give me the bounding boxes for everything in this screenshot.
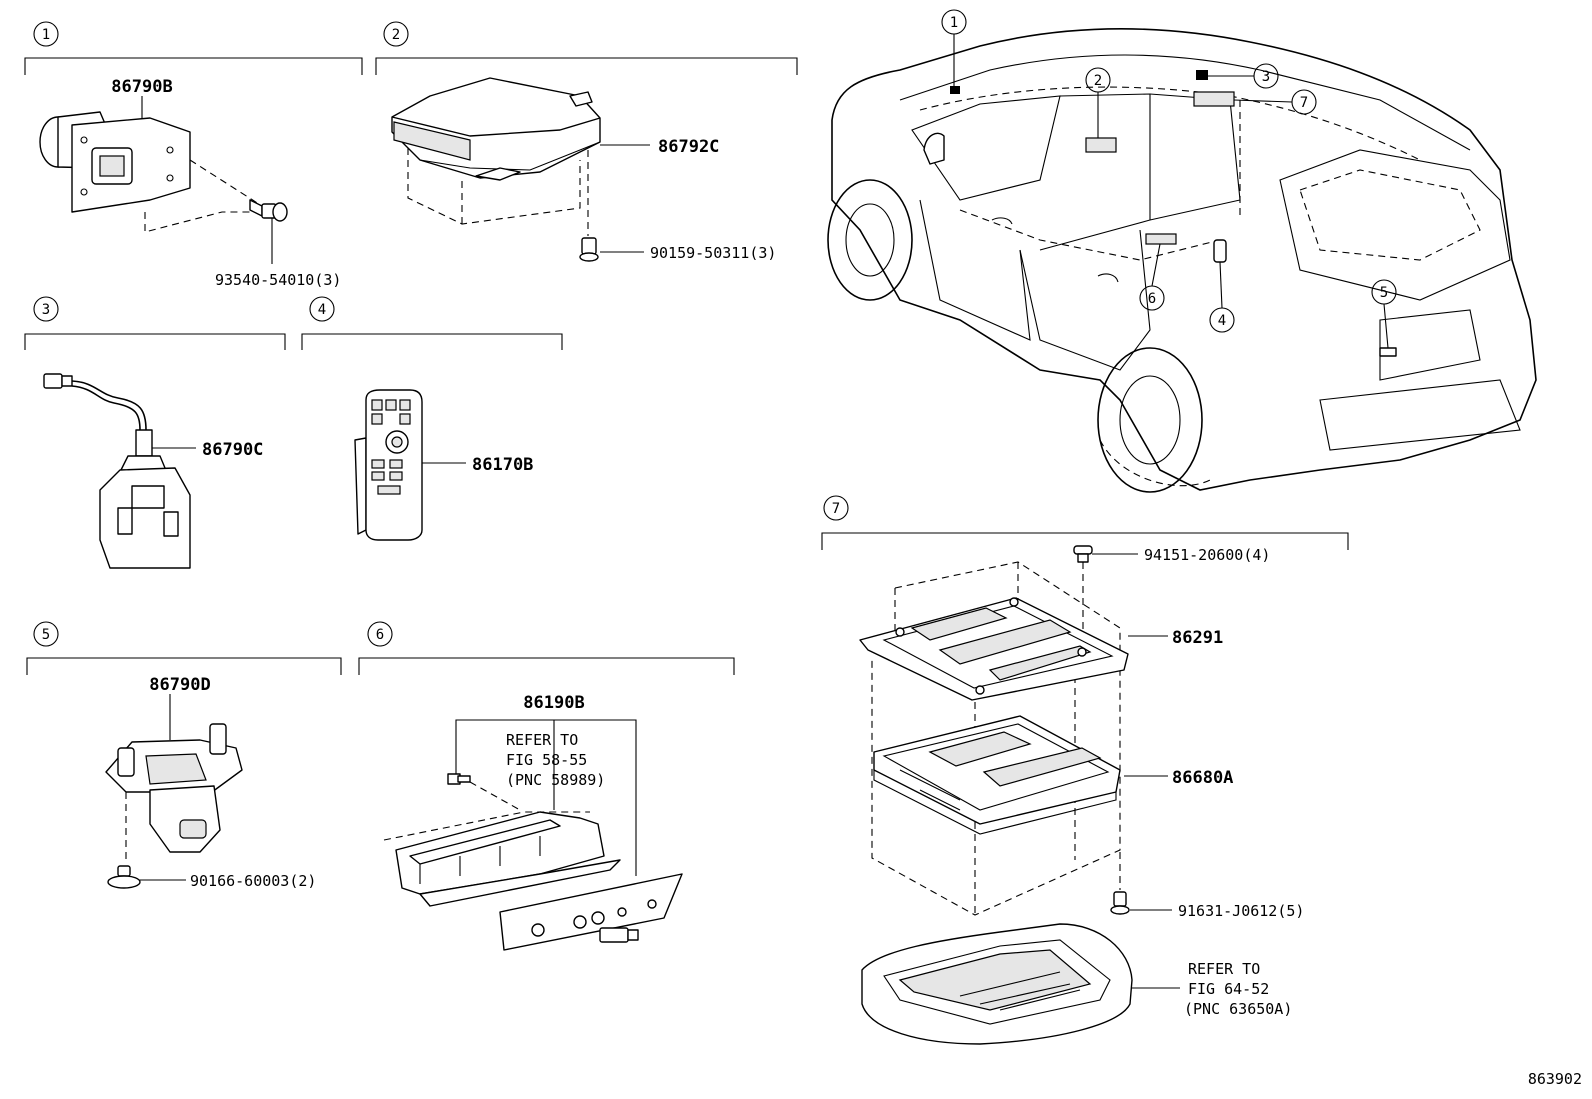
group-6-bracket	[358, 657, 735, 675]
part-86170B-label: 86170B	[472, 455, 533, 475]
remote-location-icon	[1213, 239, 1227, 263]
group-4-bracket	[301, 333, 563, 350]
part-86291-label: 86291	[1172, 628, 1223, 648]
vehicle-callout-6: 6	[1139, 243, 1165, 311]
group-2: 2 86792C 90159-50311(3)	[375, 21, 798, 262]
group-5: 5 86790D 90166-60003(2)	[26, 621, 342, 890]
part-86792C-label: 86792C	[658, 137, 719, 157]
svg-text:3: 3	[1262, 69, 1270, 85]
group-6-refer-line-1: REFER TO	[506, 731, 578, 749]
group-7-refer-line-1: REFER TO	[1188, 960, 1260, 978]
group-7-bracket	[821, 532, 1349, 550]
group-7-callout: 7	[832, 501, 840, 517]
figure-number: 863902	[1528, 1070, 1582, 1088]
screw-90159-icon	[579, 237, 599, 262]
cover-illustration	[861, 923, 1133, 1045]
group-7: 7 94151-20600(4) 86291	[821, 495, 1349, 1045]
group-2-bracket	[375, 57, 798, 75]
group-7-refer-line-2: FIG 64-52	[1188, 980, 1269, 998]
group-2-callout: 2	[392, 27, 400, 43]
svg-text:7: 7	[1300, 95, 1308, 111]
group-4: 4 86170B	[301, 296, 563, 541]
svg-text:6: 6	[1148, 291, 1156, 307]
back-camera-illustration	[105, 723, 243, 853]
tuner-bracket-illustration	[395, 811, 683, 951]
bracket-86291-illustration	[859, 597, 1129, 701]
part-86790D-label: 86790D	[149, 675, 210, 695]
group-1: 1 86790B 93540-54010(3)	[24, 21, 363, 289]
camera-bracket-illustration	[39, 111, 191, 213]
group-5-callout: 5	[42, 627, 50, 643]
fastener-90166-label: 90166-60003(2)	[190, 872, 316, 890]
group-6-callout: 6	[376, 627, 384, 643]
group-1-bracket	[24, 57, 363, 75]
ecu-module-illustration	[391, 77, 601, 181]
fastener-90159-label: 90159-50311(3)	[650, 244, 776, 262]
bolt-93540-icon	[249, 199, 288, 222]
part-86190B-label: 86190B	[523, 693, 584, 713]
group-6-refer-line-2: FIG 58-55	[506, 751, 587, 769]
monitor-location-icon	[1085, 137, 1117, 153]
svg-text:5: 5	[1380, 285, 1388, 301]
group-1-callout: 1	[42, 27, 50, 43]
fastener-93540-label: 93540-54010(3)	[215, 271, 341, 289]
tuner-location-icon	[1145, 233, 1177, 245]
screw-86190-icon	[447, 773, 471, 785]
back-camera-location-icon	[1379, 347, 1397, 357]
part-86680A-label: 86680A	[1172, 768, 1233, 788]
overhead-display-location-icon	[1193, 91, 1235, 107]
group-5-bracket	[26, 657, 342, 675]
svg-text:2: 2	[1094, 73, 1102, 89]
remote-control-illustration	[354, 389, 423, 541]
group-4-callout: 4	[318, 302, 326, 318]
side-camera-location-icon	[1196, 70, 1208, 80]
vehicle-callout-1: 1	[941, 9, 967, 86]
part-94151-label: 94151-20600(4)	[1144, 546, 1270, 564]
part-86790C-label: 86790C	[202, 440, 263, 460]
clip-90166-icon	[107, 865, 141, 889]
display-86680A-illustration	[873, 715, 1121, 835]
vehicle-overview: 1 2 3 7 6 4 5	[827, 9, 1537, 493]
group-6: 6 86190B REFER TO FIG 58-55 (PNC 58989)	[358, 621, 735, 951]
nut-94151-icon	[1073, 545, 1093, 563]
front-camera-location-icon	[950, 86, 960, 94]
vehicle-callout-3: 3	[1208, 63, 1279, 89]
vehicle-callout-7: 7	[1233, 89, 1317, 115]
svg-text:4: 4	[1218, 313, 1226, 329]
vehicle-callout-4: 4	[1209, 261, 1235, 333]
screw-91631-icon	[1110, 891, 1130, 915]
camera-with-cable-illustration	[43, 373, 191, 569]
vehicle-callout-5: 5	[1371, 279, 1397, 349]
group-3: 3 86790C	[24, 296, 286, 569]
part-91631-label: 91631-J0612(5)	[1178, 902, 1304, 920]
group-6-refer-line-3: (PNC 58989)	[506, 771, 605, 789]
group-7-refer-line-3: (PNC 63650A)	[1184, 1000, 1292, 1018]
svg-text:1: 1	[950, 15, 958, 31]
vehicle-callout-2: 2	[1085, 67, 1111, 138]
part-86790B-label: 86790B	[111, 77, 172, 97]
group-3-bracket	[24, 333, 286, 350]
group-3-callout: 3	[42, 302, 50, 318]
